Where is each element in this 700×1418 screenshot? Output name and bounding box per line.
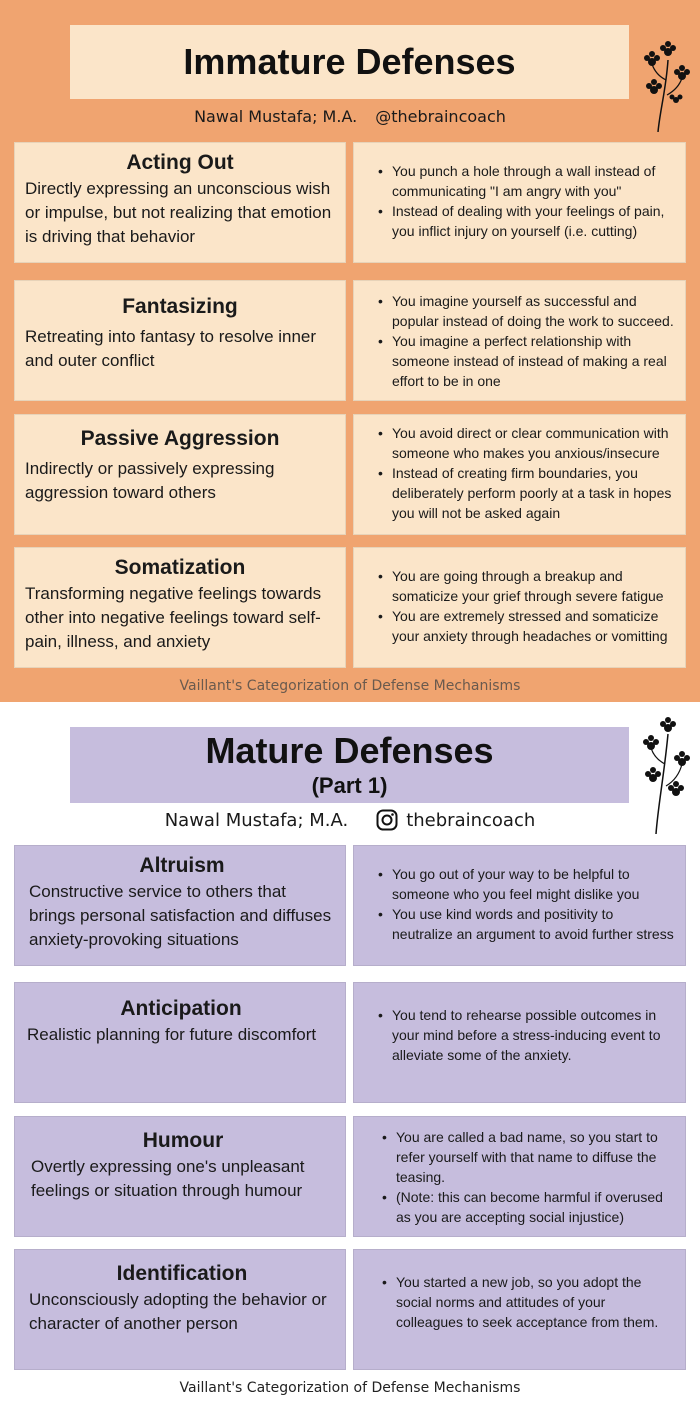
defense-name: Passive Aggression <box>80 427 280 450</box>
examples-card-identification: You started a new job, so you adopt the … <box>353 1249 686 1370</box>
examples-card-anticipation: You tend to rehearse possible outcomes i… <box>353 982 686 1103</box>
example-item: You go out of your way to be helpful to … <box>378 864 675 904</box>
example-item: Instead of creating firm boundaries, you… <box>378 463 675 523</box>
defense-name: Fantasizing <box>122 295 238 318</box>
immature-title-box: Immature Defenses <box>70 25 629 99</box>
examples-list: You avoid direct or clear communication … <box>366 423 675 523</box>
author-name: Nawal Mustafa; M.A. <box>194 106 358 126</box>
mature-byline: Nawal Mustafa; M.A. thebraincoach <box>0 806 700 834</box>
defense-description: Indirectly or passively expressing aggre… <box>25 459 275 502</box>
examples-list: You go out of your way to be helpful to … <box>366 864 675 944</box>
defense-card-identification: Identification Unconsciously adopting th… <box>14 1249 346 1370</box>
defense-card-somatization: Somatization Transforming negative feeli… <box>14 547 346 668</box>
social-handle: @thebraincoach <box>375 106 506 126</box>
flower-icon <box>643 717 690 834</box>
defense-name: Acting Out <box>126 151 234 174</box>
defense-card-fantasizing: Fantasizing Retreating into fantasy to r… <box>14 280 346 401</box>
examples-list: You started a new job, so you adopt the … <box>370 1272 675 1332</box>
social-handle: thebraincoach <box>406 809 536 831</box>
mature-defenses-panel: Mature Defenses (Part 1) Nawal Mustafa; … <box>0 702 700 1418</box>
defense-description: Constructive service to others that brin… <box>29 882 332 949</box>
defense-description: Overtly expressing one's unpleasant feel… <box>31 1157 305 1200</box>
instagram-icon <box>376 809 398 831</box>
example-item: You are extremely stressed and somaticiz… <box>378 606 675 646</box>
examples-list: You tend to rehearse possible outcomes i… <box>366 1005 675 1065</box>
immature-defenses-panel: Immature Defenses Nawal Mustafa; M.A. @t… <box>0 0 700 702</box>
defense-name: Altruism <box>139 854 225 877</box>
examples-card-fantasizing: You imagine yourself as successful and p… <box>353 280 686 401</box>
defense-description: Retreating into fantasy to resolve inner… <box>25 327 317 370</box>
example-item: You are called a bad name, so you start … <box>382 1127 675 1187</box>
example-item: You started a new job, so you adopt the … <box>382 1272 675 1332</box>
examples-list: You punch a hole through a wall instead … <box>366 161 675 241</box>
defense-card-acting-out: Acting Out Directly expressing an uncons… <box>14 142 346 263</box>
examples-card-passive-aggression: You avoid direct or clear communication … <box>353 414 686 535</box>
examples-list: You imagine yourself as successful and p… <box>366 291 675 391</box>
mature-title-box: Mature Defenses (Part 1) <box>70 727 629 803</box>
defense-name: Humour <box>142 1129 224 1152</box>
example-item: You punch a hole through a wall instead … <box>378 161 675 201</box>
mature-subtitle: (Part 1) <box>311 773 388 798</box>
examples-card-acting-out: You punch a hole through a wall instead … <box>353 142 686 263</box>
flower-icon <box>644 41 690 132</box>
defense-card-passive-aggression: Passive Aggression Indirectly or passive… <box>14 414 346 535</box>
immature-title: Immature Defenses <box>183 41 516 82</box>
defense-name: Somatization <box>114 556 246 579</box>
example-item: (Note: this can become harmful if overus… <box>382 1187 675 1227</box>
defense-description: Transforming negative feelings towards o… <box>25 584 322 651</box>
example-item: You imagine a perfect relationship with … <box>378 331 675 391</box>
defense-description: Directly expressing an unconscious wish … <box>25 179 332 246</box>
examples-card-humour: You are called a bad name, so you start … <box>353 1116 686 1237</box>
example-item: You imagine yourself as successful and p… <box>378 291 675 331</box>
mature-footer: Vaillant's Categorization of Defense Mec… <box>179 1380 521 1396</box>
handle-link[interactable]: thebraincoach <box>376 809 535 831</box>
example-item: You use kind words and positivity to neu… <box>378 904 675 944</box>
example-item: Instead of dealing with your feelings of… <box>378 201 675 241</box>
defense-card-anticipation: Anticipation Realistic planning for futu… <box>14 982 346 1103</box>
defense-card-humour: Humour Overtly expressing one's unpleasa… <box>14 1116 346 1237</box>
example-item: You tend to rehearse possible outcomes i… <box>378 1005 675 1065</box>
defense-name: Anticipation <box>120 997 242 1020</box>
mature-title: Mature Defenses <box>205 730 494 771</box>
immature-footer: Vaillant's Categorization of Defense Mec… <box>179 678 521 694</box>
defense-description: Realistic planning for future discomfort <box>27 1025 317 1044</box>
example-item: You are going through a breakup and soma… <box>378 566 675 606</box>
handle-link[interactable]: @thebraincoach <box>375 107 506 126</box>
immature-byline: Nawal Mustafa; M.A. @thebraincoach <box>0 105 700 127</box>
example-item: You avoid direct or clear communication … <box>378 423 675 463</box>
defense-name: Identification <box>116 1262 248 1285</box>
defense-description: Unconsciously adopting the behavior or c… <box>29 1290 327 1333</box>
examples-list: You are going through a breakup and soma… <box>366 566 675 646</box>
examples-list: You are called a bad name, so you start … <box>370 1127 675 1227</box>
author-name: Nawal Mustafa; M.A. <box>164 809 349 831</box>
examples-card-altruism: You go out of your way to be helpful to … <box>353 845 686 966</box>
examples-card-somatization: You are going through a breakup and soma… <box>353 547 686 668</box>
defense-card-altruism: Altruism Constructive service to others … <box>14 845 346 966</box>
